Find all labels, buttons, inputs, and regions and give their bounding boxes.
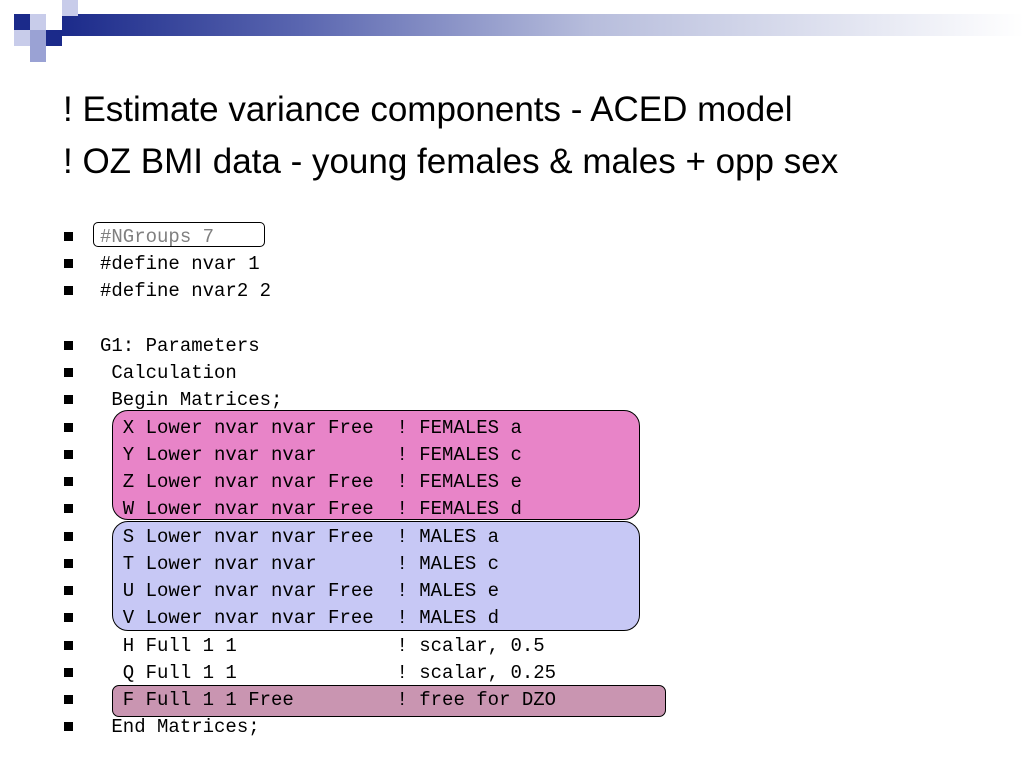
square-bullet-icon [64, 450, 73, 459]
deco-square [46, 30, 62, 46]
title-line-2: ! OZ BMI data - young females & males + … [63, 142, 839, 181]
list-item: W Lower nvar nvar Free ! FEMALES d [0, 496, 1024, 523]
square-bullet-icon [64, 232, 73, 241]
code-line: V Lower nvar nvar Free ! MALES d [100, 607, 500, 629]
square-bullet-icon [64, 423, 73, 432]
code-line: Y Lower nvar nvar ! FEMALES c [100, 444, 522, 466]
square-bullet-icon [64, 613, 73, 622]
list-item: Q Full 1 1 ! scalar, 0.25 [0, 660, 1024, 687]
deco-square [30, 14, 46, 30]
code-line: Calculation [100, 362, 237, 384]
males-highlight-box [112, 521, 640, 631]
list-item: #define nvar 1 [0, 251, 1024, 278]
code-line: U Lower nvar nvar Free ! MALES e [100, 580, 500, 602]
code-line: #NGroups 7 [100, 226, 215, 248]
list-item: H Full 1 1 ! scalar, 0.5 [0, 633, 1024, 660]
code-line: Q Full 1 1 ! scalar, 0.25 [100, 662, 557, 684]
square-bullet-icon [64, 722, 73, 731]
dzo-highlight-box [112, 685, 666, 717]
code-line: H Full 1 1 ! scalar, 0.5 [100, 635, 545, 657]
ngroups-highlight-box [93, 222, 265, 247]
code-line: F Full 1 1 Free ! free for DZO [100, 689, 557, 711]
code-line: #define nvar2 2 [100, 280, 272, 302]
deco-square [62, 0, 78, 16]
square-bullet-icon [64, 668, 73, 677]
deco-square [30, 46, 46, 62]
square-bullet-icon [64, 395, 73, 404]
code-line: Begin Matrices; [100, 389, 283, 411]
list-item: Y Lower nvar nvar ! FEMALES c [0, 442, 1024, 469]
list-item: #define nvar2 2 [0, 278, 1024, 305]
list-item: T Lower nvar nvar ! MALES c [0, 551, 1024, 578]
code-line: G1: Parameters [100, 335, 260, 357]
list-item: End Matrices; [0, 714, 1024, 741]
slide-title: ! Estimate variance components - ACED mo… [63, 84, 1003, 188]
square-bullet-icon [64, 286, 73, 295]
list-item: G1: Parameters [0, 333, 1024, 360]
code-line: #define nvar 1 [100, 253, 260, 275]
list-item: Z Lower nvar nvar Free ! FEMALES e [0, 469, 1024, 496]
list-item: Calculation [0, 360, 1024, 387]
females-highlight-box [112, 410, 640, 520]
header-gradient-band [60, 14, 1024, 36]
code-line: X Lower nvar nvar Free ! FEMALES a [100, 417, 522, 439]
code-line: S Lower nvar nvar Free ! MALES a [100, 526, 500, 548]
square-bullet-icon [64, 641, 73, 650]
code-line: End Matrices; [100, 716, 260, 738]
square-bullet-icon [64, 695, 73, 704]
square-bullet-icon [64, 504, 73, 513]
list-item: S Lower nvar nvar Free ! MALES a [0, 524, 1024, 551]
list-item: X Lower nvar nvar Free ! FEMALES a [0, 415, 1024, 442]
code-line: Z Lower nvar nvar Free ! FEMALES e [100, 471, 522, 493]
square-bullet-icon [64, 477, 73, 486]
deco-square [14, 14, 30, 30]
list-item: #NGroups 7 [0, 224, 1024, 251]
deco-square [46, 14, 62, 30]
square-bullet-icon [64, 586, 73, 595]
square-bullet-icon [64, 259, 73, 268]
code-line: T Lower nvar nvar ! MALES c [100, 553, 500, 575]
list-item: Begin Matrices; [0, 387, 1024, 414]
list-item: V Lower nvar nvar Free ! MALES d [0, 605, 1024, 632]
square-bullet-icon [64, 368, 73, 377]
deco-square [14, 30, 30, 46]
square-bullet-icon [64, 341, 73, 350]
list-item: U Lower nvar nvar Free ! MALES e [0, 578, 1024, 605]
square-bullet-icon [64, 532, 73, 541]
header-decoration [0, 0, 1024, 70]
code-line: W Lower nvar nvar Free ! FEMALES d [100, 498, 522, 520]
list-item: F Full 1 1 Free ! free for DZO [0, 687, 1024, 714]
title-line-1: ! Estimate variance components - ACED mo… [63, 90, 793, 129]
deco-square [30, 30, 46, 46]
square-bullet-icon [64, 559, 73, 568]
